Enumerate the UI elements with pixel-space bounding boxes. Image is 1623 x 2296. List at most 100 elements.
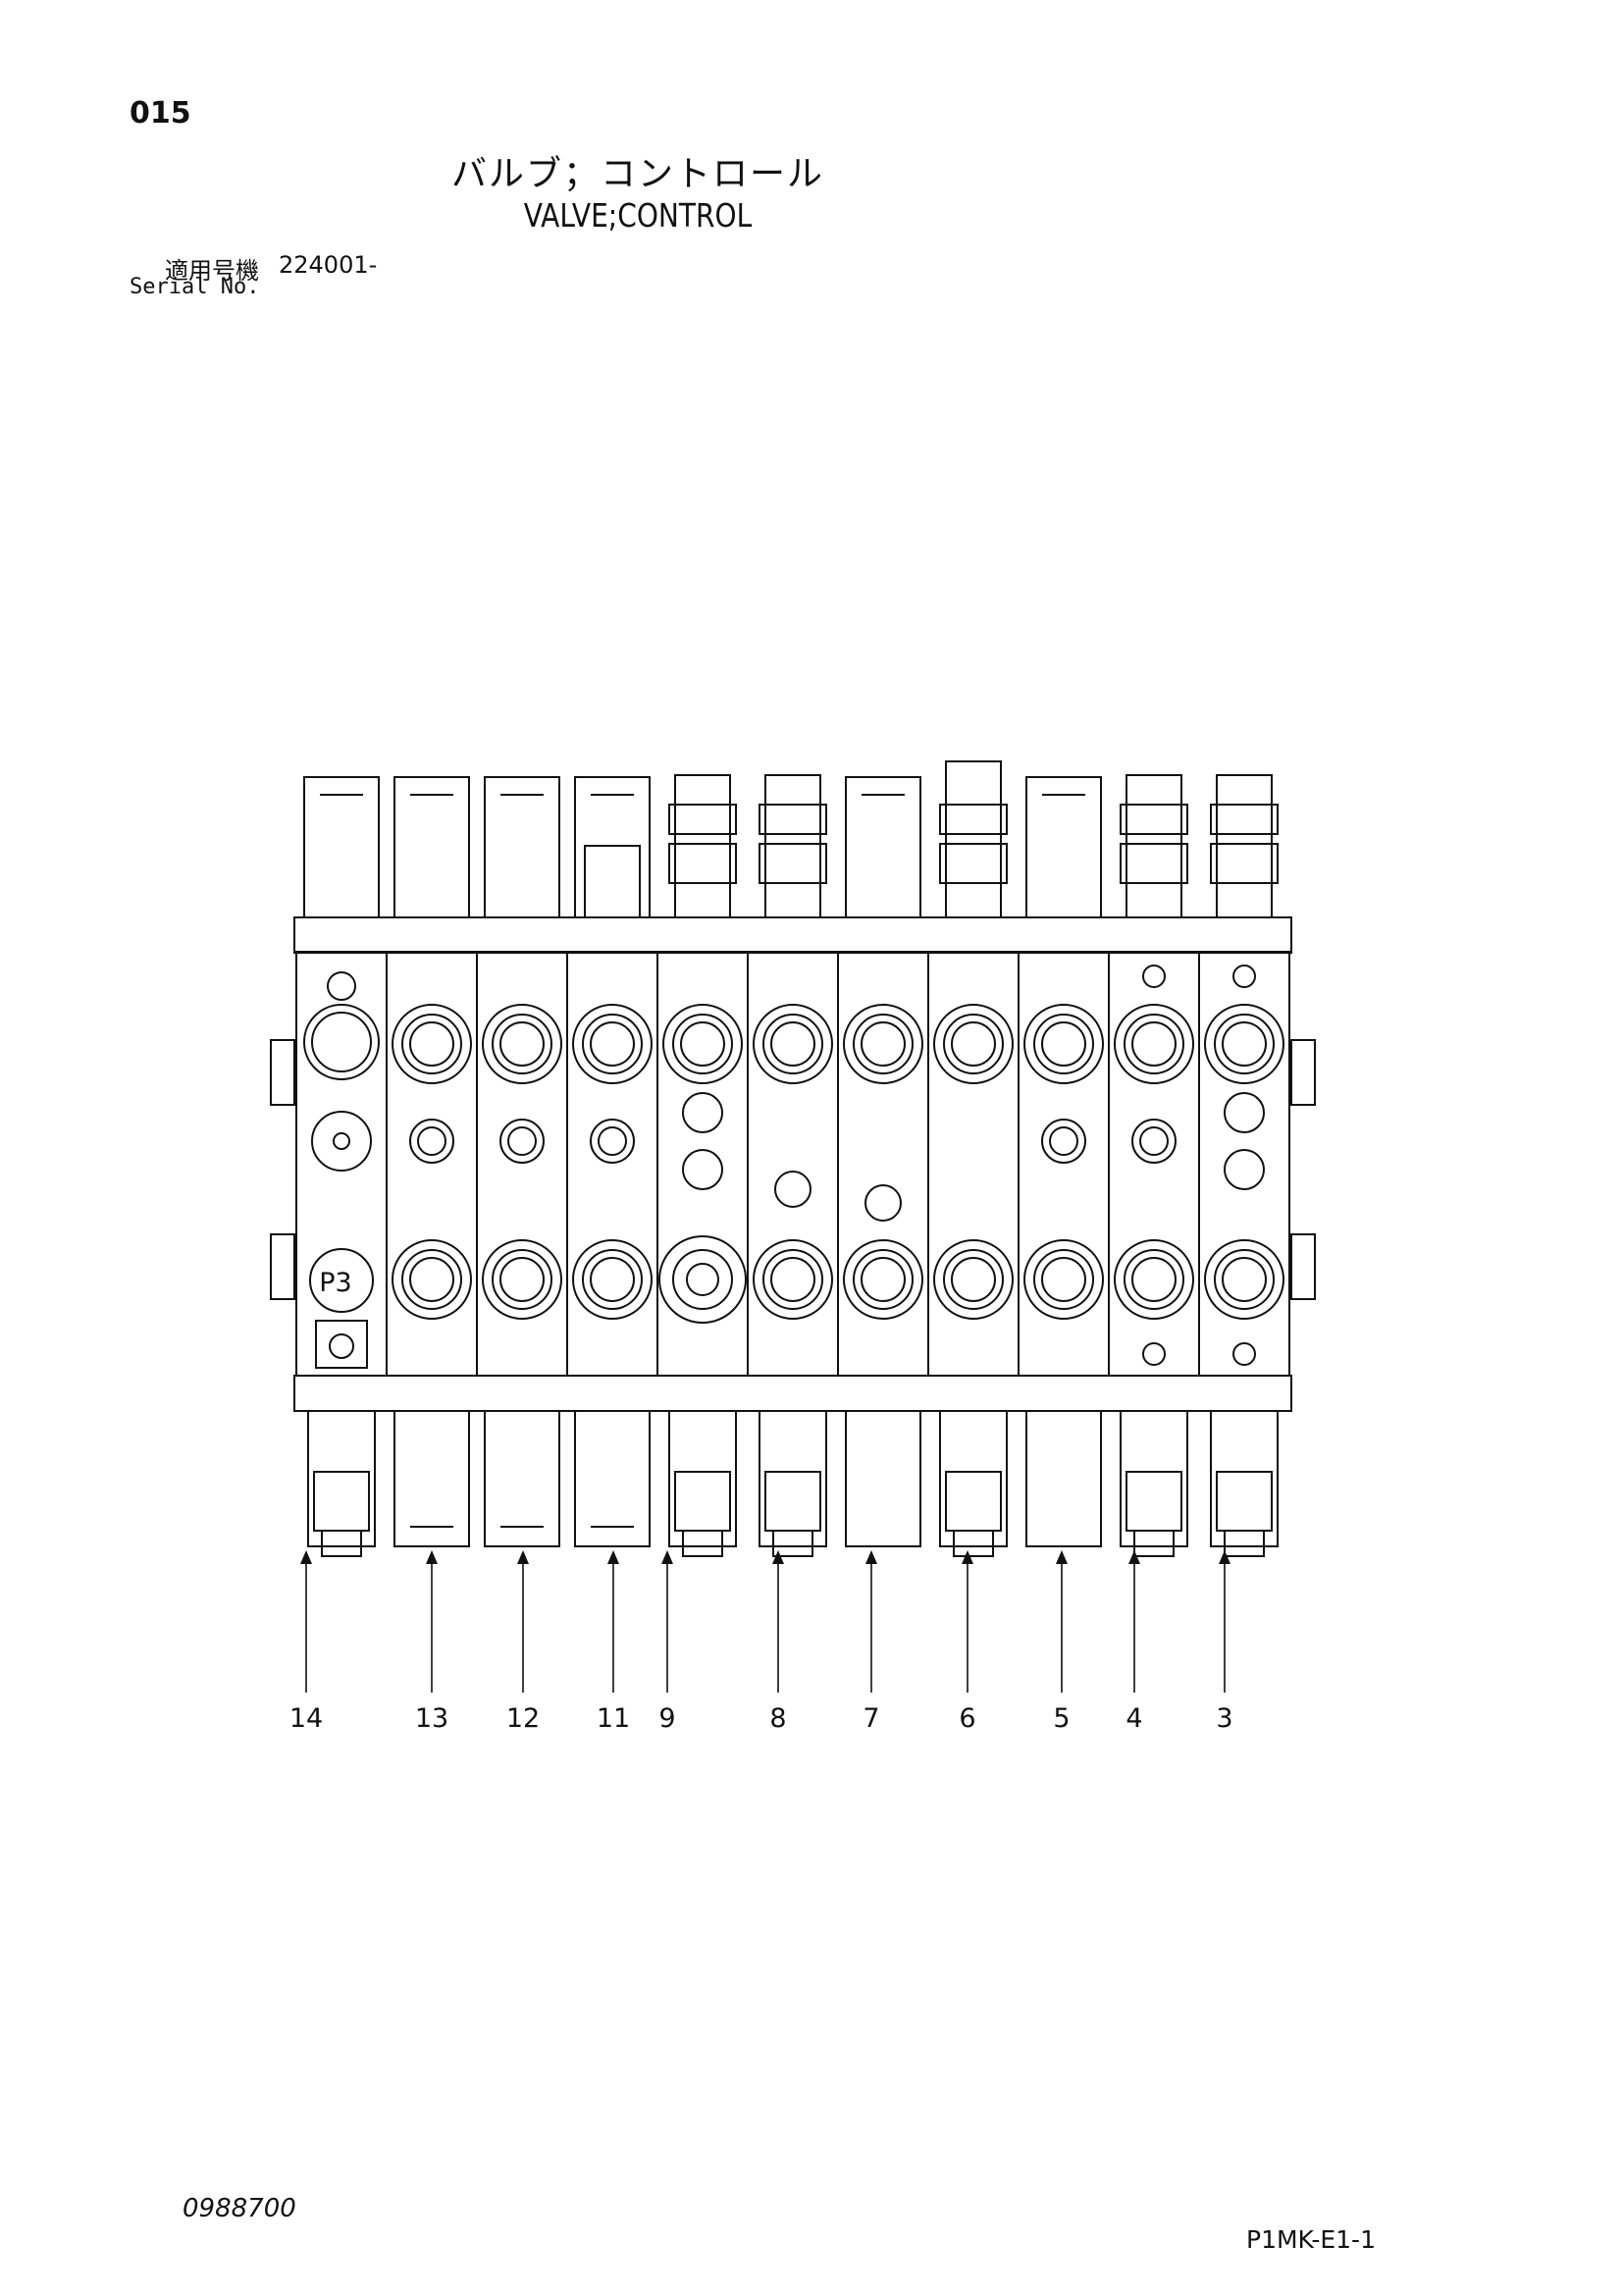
lower-port-mid-10	[1214, 1249, 1275, 1310]
lower-port-outer-10	[1204, 1239, 1284, 1320]
callout-label-4: 4	[1126, 1703, 1142, 1734]
bottom-plate-0	[315, 1320, 368, 1369]
right-side-bolt-1	[1290, 1233, 1316, 1300]
bottom-small-hole-10	[1232, 1342, 1256, 1366]
callout-arrow-6	[962, 1550, 973, 1564]
middle-plug-a-4	[682, 1092, 723, 1133]
lower-port-mid-7	[943, 1249, 1004, 1310]
upper-port-outer-7	[933, 1004, 1014, 1084]
upper-port-mid-2	[492, 1014, 552, 1074]
bottom-fitting-body-9	[1126, 1471, 1182, 1532]
callout-arrow-12	[517, 1550, 529, 1564]
callout-arrow-9	[661, 1550, 673, 1564]
top-fitting-body-5	[759, 843, 827, 884]
title-japanese: バルブ；コントロール	[450, 154, 824, 194]
upper-port-mid-7	[943, 1014, 1004, 1074]
bottom-plate-hole-0	[329, 1333, 354, 1359]
lower-port-outer-7	[933, 1239, 1014, 1320]
upper-port-outer-6	[843, 1004, 923, 1084]
top-cap-2	[484, 776, 560, 918]
callout-arrow-8	[772, 1550, 784, 1564]
lower-port-outer-3	[572, 1239, 653, 1320]
callout-label-11: 11	[597, 1703, 630, 1734]
upper-port-mid-4	[672, 1014, 733, 1074]
upper-port-inner-6	[861, 1021, 906, 1067]
bottom-fitting-body-7	[945, 1471, 1002, 1532]
bottom-small-hole-9	[1142, 1342, 1166, 1366]
middle-plug-8	[1041, 1119, 1086, 1164]
top-fitting-7	[945, 760, 1002, 918]
upper-port-inner-7	[951, 1021, 996, 1067]
top-flange	[293, 916, 1292, 954]
bottom-fitting-body-0	[313, 1471, 370, 1532]
upper-port-outer-4	[662, 1004, 743, 1084]
bottom-fitting-7	[939, 1410, 1008, 1547]
left-side-bolt-0	[270, 1039, 295, 1106]
middle-plug-3	[590, 1119, 635, 1164]
middle-plug-hex-9	[1139, 1126, 1169, 1156]
upper-port-inner-10	[1222, 1021, 1267, 1067]
callout-arrow-5	[1056, 1550, 1068, 1564]
lower-port-mid-8	[1033, 1249, 1094, 1310]
middle-plug-hex-3	[598, 1126, 627, 1156]
lower-port-inner-5	[770, 1257, 815, 1302]
upper-port-inner-8	[1041, 1021, 1086, 1067]
middle-boss-hole-0	[333, 1132, 350, 1150]
middle-plug-5	[774, 1171, 812, 1208]
bottom-fitting-nut-10	[1224, 1530, 1265, 1557]
middle-plug-hex-1	[417, 1126, 446, 1156]
top-cap-0	[303, 776, 380, 918]
lower-port-outer-1	[392, 1239, 472, 1320]
upper-port-mid-9	[1124, 1014, 1184, 1074]
lower-port-outer-5	[753, 1239, 833, 1320]
middle-plug-hex-8	[1049, 1126, 1078, 1156]
callout-label-7: 7	[863, 1703, 879, 1734]
serial-value: 224001-	[279, 251, 378, 279]
top-fitting-nut-5	[759, 804, 827, 835]
top-fitting-body-10	[1210, 843, 1279, 884]
top-port-0	[303, 1004, 380, 1080]
upper-port-outer-9	[1114, 1004, 1194, 1084]
callout-arrow-13	[426, 1550, 438, 1564]
callout-label-6: 6	[959, 1703, 975, 1734]
bottom-flange	[293, 1375, 1292, 1412]
upper-port-inner-1	[409, 1021, 454, 1067]
title-english: VALVE;CONTROL	[523, 196, 753, 235]
lower-port-mid-6	[853, 1249, 914, 1310]
callout-label-13: 13	[415, 1703, 448, 1734]
callout-label-3: 3	[1216, 1703, 1232, 1734]
upper-port-outer-3	[572, 1004, 653, 1084]
top-small-hole-9	[1142, 965, 1166, 988]
middle-plug-b-4	[682, 1149, 723, 1190]
callout-arrow-7	[865, 1550, 877, 1564]
lower-port-inner-10	[1222, 1257, 1267, 1302]
valve-section-10	[1198, 951, 1290, 1377]
bottom-fitting-nut-5	[772, 1530, 813, 1557]
top-fitting-body-7	[939, 843, 1008, 884]
serial-label-english: Serial No.	[130, 275, 260, 299]
bottom-cap-8	[1025, 1410, 1102, 1547]
middle-boss-0	[311, 1111, 372, 1172]
upper-port-mid-6	[853, 1014, 914, 1074]
middle-plug-b-10	[1224, 1149, 1265, 1190]
upper-port-outer-2	[482, 1004, 562, 1084]
lower-port-mid-1	[401, 1249, 462, 1310]
valve-body	[270, 760, 1316, 1557]
lower-port-outer-6	[843, 1239, 923, 1320]
middle-plug-9	[1131, 1119, 1177, 1164]
top-small-hole-10	[1232, 965, 1256, 988]
top-cap-3	[574, 776, 651, 918]
middle-plug-hex-2	[507, 1126, 537, 1156]
top-fitting-body-4	[668, 843, 737, 884]
top-cap-6	[845, 776, 921, 918]
callout-arrow-14	[300, 1550, 312, 1564]
bottom-fitting-nut-9	[1133, 1530, 1175, 1557]
top-cap-8	[1025, 776, 1102, 918]
lower-port-inner-3	[590, 1257, 635, 1302]
p3-port-0	[309, 1248, 374, 1313]
bottom-fitting-4	[668, 1410, 737, 1547]
middle-plug-a-10	[1224, 1092, 1265, 1133]
port-label-p3: P3	[319, 1268, 351, 1298]
